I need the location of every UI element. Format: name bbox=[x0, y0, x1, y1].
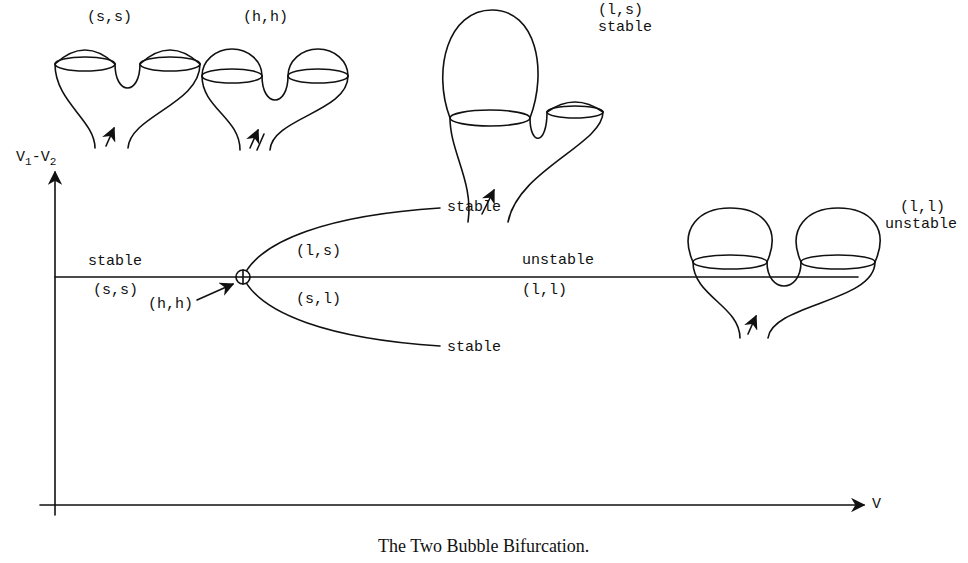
branch-label: (s,l) bbox=[296, 292, 341, 307]
bubble-ring bbox=[202, 69, 262, 83]
label-glyph: V bbox=[41, 149, 50, 166]
tube-wall bbox=[693, 262, 740, 338]
tube-wall bbox=[115, 64, 140, 88]
label-glyph: 2 bbox=[50, 156, 57, 168]
axis-label: V bbox=[872, 497, 881, 512]
tube-wall bbox=[262, 76, 288, 100]
branch-label: (l,s) bbox=[296, 244, 341, 259]
branch-label: (s,s) bbox=[93, 283, 138, 298]
flow-arrow bbox=[250, 130, 258, 148]
symmetric-branch bbox=[55, 276, 858, 278]
lower-branch bbox=[243, 277, 440, 346]
tube-wall bbox=[55, 64, 95, 148]
leader-arrow bbox=[197, 284, 233, 300]
tube-wall bbox=[128, 64, 200, 148]
bubble-ring bbox=[450, 110, 530, 126]
hemisphere-bubbles bbox=[202, 49, 348, 150]
state-label: (s,s) bbox=[87, 10, 132, 25]
bubble-ring bbox=[801, 255, 875, 269]
bifurcation-cross bbox=[236, 270, 250, 284]
stability-label: unstable bbox=[522, 253, 594, 268]
bubble-cap bbox=[202, 49, 262, 76]
axis-label: V1-V2 bbox=[16, 150, 56, 166]
bubble-cap bbox=[140, 50, 200, 64]
point-label: (h,h) bbox=[148, 297, 193, 312]
bubble-ring bbox=[55, 57, 115, 71]
bubble-cap bbox=[688, 208, 772, 262]
stability-label: stable bbox=[88, 254, 142, 269]
bubble-ring bbox=[288, 69, 348, 83]
x-axis bbox=[40, 504, 864, 506]
figure-caption: The Two Bubble Bifurcation. bbox=[378, 536, 589, 556]
branch-label: (l,l) bbox=[522, 283, 567, 298]
bubble-cap bbox=[796, 208, 880, 262]
upper-branch bbox=[243, 208, 440, 277]
bubble-ring bbox=[547, 106, 603, 118]
stability-label: stable bbox=[447, 340, 501, 355]
tube-wall bbox=[768, 262, 875, 338]
flow-arrow bbox=[748, 316, 756, 334]
label-glyph: - bbox=[32, 149, 41, 166]
bubble-cap bbox=[443, 10, 538, 118]
bubble-ring bbox=[140, 57, 200, 71]
label-glyph: 1 bbox=[25, 156, 32, 168]
large-large-bubbles bbox=[688, 208, 880, 338]
tube-wall bbox=[530, 112, 547, 138]
bifurcation-graph bbox=[40, 172, 864, 515]
state-label: (l,s) bbox=[598, 3, 643, 18]
small-small-bubbles bbox=[55, 50, 200, 148]
flow-arrow bbox=[257, 134, 264, 150]
tube-wall bbox=[202, 76, 240, 150]
flow-arrow bbox=[106, 128, 114, 146]
tube-wall bbox=[508, 112, 603, 222]
tube-wall bbox=[767, 262, 801, 286]
state-label: (l,l) bbox=[900, 200, 945, 215]
bubble-cap bbox=[547, 102, 603, 112]
bubble-cap bbox=[288, 49, 348, 76]
stability-label: unstable bbox=[885, 217, 957, 232]
bifurcation-point bbox=[236, 270, 250, 284]
label-glyph: V bbox=[16, 149, 25, 166]
tube-wall bbox=[270, 76, 348, 150]
large-small-bubbles bbox=[443, 10, 603, 222]
stability-label: stable bbox=[598, 20, 652, 35]
bubble-cap bbox=[55, 50, 115, 64]
bubble-ring bbox=[693, 255, 767, 269]
y-axis bbox=[54, 172, 56, 515]
state-label: (h,h) bbox=[243, 10, 288, 25]
stability-label: stable bbox=[447, 200, 501, 215]
